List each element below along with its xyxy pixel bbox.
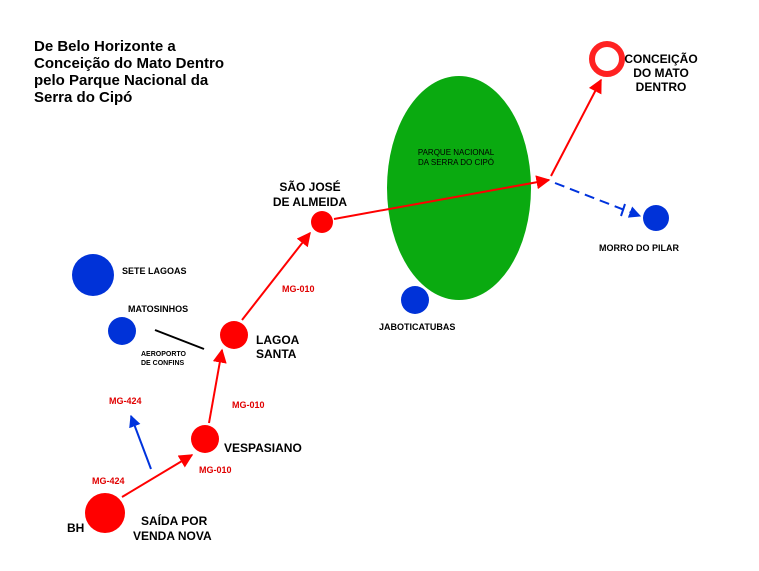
route-segment-lagoa-santa-sao-jose	[241, 231, 311, 321]
matosinhos-label: MATOSINHOS	[128, 304, 188, 314]
bh-marker[interactable]	[85, 493, 125, 533]
bh-label: BH	[67, 521, 84, 535]
conceicao-label-line-2: DO MATO	[633, 66, 689, 80]
vespasiano-marker[interactable]	[191, 425, 219, 453]
conceicao-marker[interactable]	[589, 41, 625, 77]
conceicao-label-line-1: CONCEIÇÃO	[624, 51, 697, 66]
mg424-branch-label: MG-424	[109, 396, 142, 406]
sete-lagoas-marker[interactable]	[72, 254, 114, 296]
route-segment-bh-vespasiano	[121, 454, 194, 498]
aeroporto-label-line-2: DE CONFINS	[141, 360, 185, 367]
saida-label-line-1: SAÍDA POR	[141, 513, 208, 528]
route-segment-sao-jose-park	[333, 175, 551, 220]
mg424-branch-road	[129, 414, 152, 470]
park-label-line-1: PARQUE NACIONAL	[418, 148, 495, 157]
morro-do-pilar-detour	[554, 182, 642, 218]
sao-jose-marker[interactable]	[311, 211, 333, 233]
morro-do-pilar-marker[interactable]	[643, 205, 669, 231]
lagoa-santa-label-line-1: LAGOA	[256, 333, 300, 347]
route-segment-park-conceicao	[550, 78, 602, 177]
sao-jose-label-line-1: SÃO JOSÉ	[279, 179, 340, 194]
route-segment-vespasiano-lagoa-santa	[208, 348, 227, 424]
title-line-1: De Belo Horizonte a	[34, 38, 176, 55]
sete-lagoas-label: SETE LAGOAS	[122, 266, 187, 276]
title-line-4: Serra do Cipó	[34, 89, 133, 106]
lagoa-santa-marker[interactable]	[220, 321, 248, 349]
sao-jose-label-line-2: DE ALMEIDA	[273, 195, 348, 209]
park-label-line-2: DA SERRA DO CIPÓ	[418, 158, 494, 167]
mg424-route-label: MG-424	[92, 476, 125, 486]
mg010-vespasiano-label: MG-010	[199, 465, 232, 475]
matosinhos-marker[interactable]	[108, 317, 136, 345]
airport-road	[154, 329, 205, 350]
lagoa-santa-label-line-2: SANTA	[256, 347, 297, 361]
jaboticatubas-marker[interactable]	[401, 286, 429, 314]
mg010-sao-jose-label: MG-010	[282, 284, 315, 294]
saida-label-line-2: VENDA NOVA	[133, 529, 212, 543]
vespasiano-label: VESPASIANO	[224, 441, 302, 455]
national-park-area	[387, 76, 531, 300]
title-line-2: Conceição do Mato Dentro	[34, 55, 225, 72]
mg010-lagoa-label: MG-010	[232, 400, 265, 410]
jaboticatubas-label: JABOTICATUBAS	[379, 322, 455, 332]
map-title: De Belo Horizonte a Conceição do Mato De…	[34, 38, 264, 106]
title-line-3: pelo Parque Nacional da	[34, 72, 209, 89]
aeroporto-label-line-1: AEROPORTO	[141, 351, 187, 358]
morro-do-pilar-label: MORRO DO PILAR	[599, 243, 679, 253]
detour-end-tick	[620, 203, 626, 217]
conceicao-label-line-3: DENTRO	[636, 80, 687, 94]
